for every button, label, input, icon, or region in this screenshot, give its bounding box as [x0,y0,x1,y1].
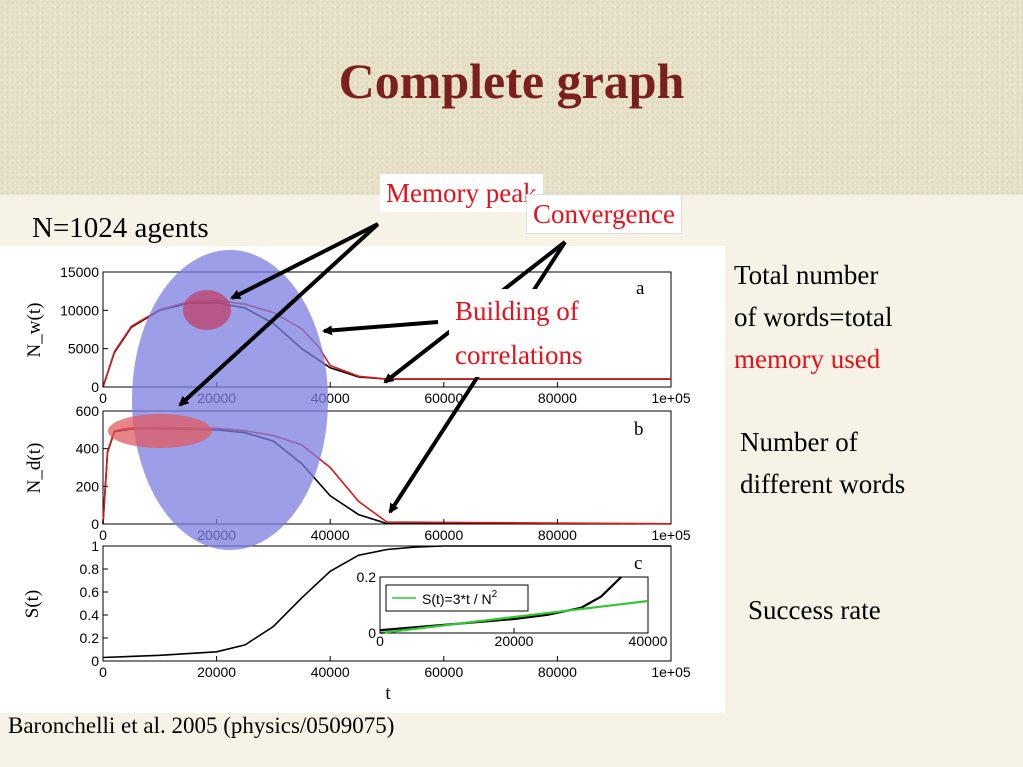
arrow-correlations [322,320,439,336]
inset-ticks: 0 20000 40000 0 0.2 [357,569,668,649]
panel-c-xlabel: t [385,683,391,704]
panel-a-xtick-label: 60000 [424,390,463,406]
panel-b-xtick-label: 80000 [538,527,577,543]
panel-c-series-black [102,545,671,659]
panel-c-ytick-label: 0.2 [80,630,100,646]
inset-xtick-label: 40000 [629,633,668,649]
panel-a-ytick-label: 10000 [60,302,99,318]
panel-b-ylabel: N_d(t) [24,443,45,494]
inset-legend-label: S(t)=3*t / N2 [422,589,498,607]
panel-a-letter: a [636,278,645,299]
panel-c-ytick-label: 0.4 [80,607,100,623]
panel-c-ticks: 0 20000 40000 60000 80000 1e+05 0 0.2 0.4 0.6 0.8 1 [80,538,691,680]
panel-a-xtick-label: 0 [99,390,107,406]
memory-peak-highlight [183,290,231,330]
panel-a-ytick-label: 0 [91,379,99,395]
inset-series-green [379,599,649,635]
arrow-convergence-b [388,240,567,514]
panel-c-xtick-label: 40000 [311,664,350,680]
different-words-label: Number of different words [740,427,906,499]
panel-b-ytick-label: 200 [76,478,100,494]
panel-c-xtick-label: 0 [99,664,107,680]
arrow-memory-peak-b [178,222,380,407]
panel-b-xtick-label: 40000 [311,527,350,543]
building-correlations-label: Building of correlations [449,289,633,377]
panel-c-xtick-label: 80000 [538,664,577,680]
panel-c-ytick-label: 0.6 [80,584,100,600]
panel-c-series [102,545,671,659]
inset-xtick-label: 0 [376,633,384,649]
panel-c-frame [102,545,672,662]
panel-b-ytick-label: 400 [76,441,100,457]
early-phase-ellipse [132,250,328,550]
panel-a-ytick-label: 15000 [60,264,99,280]
panel-b-xtick-label: 0 [99,527,107,543]
panel-c-ytick-label: 0 [91,653,99,669]
convergence-label: Convergence [526,194,682,234]
success-rate-label: Success rate [748,595,881,625]
inset-xtick-label: 20000 [495,633,534,649]
memory-peak-label: Memory peak [380,174,543,212]
panel-b-letter: b [634,419,644,440]
panel-b-xtick-label: 60000 [424,527,463,543]
panel-c-ytick-label: 1 [91,538,99,554]
inset-ytick-label: 0.2 [357,569,377,585]
panel-b-xtick-label: 1e+05 [651,527,691,543]
arrow-memory-peak-a [230,222,379,300]
panel-c-xtick-label: 1e+05 [651,664,691,680]
panel-c-xtick-label: 20000 [197,664,236,680]
panel-a-frame [102,271,672,388]
panel-a-ytick-label: 5000 [68,341,99,357]
panel-a-xtick-label: 1e+05 [651,390,691,406]
slide-title: Complete graph [338,53,685,109]
inset-series [379,576,649,635]
panel-c-xtick-label: 60000 [424,664,463,680]
agents-label: N=1024 agents [32,212,209,244]
total-words-label: Total number of words=total memory used [734,260,893,374]
panel-c-ylabel: S(t) [22,590,43,619]
plateau-highlight [108,414,212,448]
panel-c-letter: c [634,553,642,574]
panel-b-ytick-label: 0 [91,516,99,532]
panel-a-ylabel: N_w(t) [24,303,45,358]
panel-b-ytick-label: 600 [76,403,100,419]
panel-a-xtick-label: 80000 [538,390,577,406]
panel-c-ytick-label: 0.8 [80,561,100,577]
inset-ytick-label: 0 [368,625,376,641]
citation: Baronchelli et al. 2005 (physics/0509075… [8,713,395,738]
